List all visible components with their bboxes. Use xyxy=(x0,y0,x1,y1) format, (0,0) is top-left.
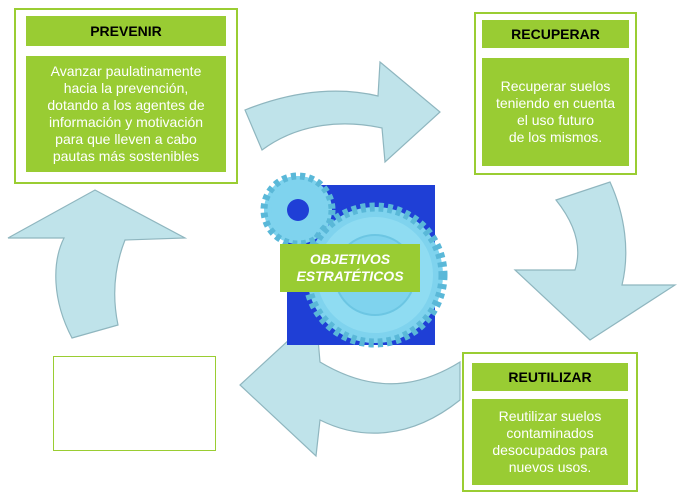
center-label: OBJETIVOS ESTRATÉTICOS xyxy=(280,244,420,292)
recuperar-title: RECUPERAR xyxy=(482,20,629,48)
recuperar-text: Recuperar suelos teniendo en cuenta el u… xyxy=(482,58,629,166)
reutilizar-text: Reutilizar suelos contaminados desocupad… xyxy=(472,399,628,485)
arrow-right xyxy=(513,181,678,341)
small-gear-icon xyxy=(260,172,336,248)
prevenir-text: Avanzar paulatinamente hacia la prevenci… xyxy=(26,56,226,172)
reutilizar-title: REUTILIZAR xyxy=(472,363,628,391)
prevenir-title: PREVENIR xyxy=(26,16,226,46)
empty-box xyxy=(53,356,216,451)
arrow-bottom xyxy=(239,313,461,458)
arrow-left xyxy=(7,189,188,339)
arrow-top xyxy=(244,60,441,164)
